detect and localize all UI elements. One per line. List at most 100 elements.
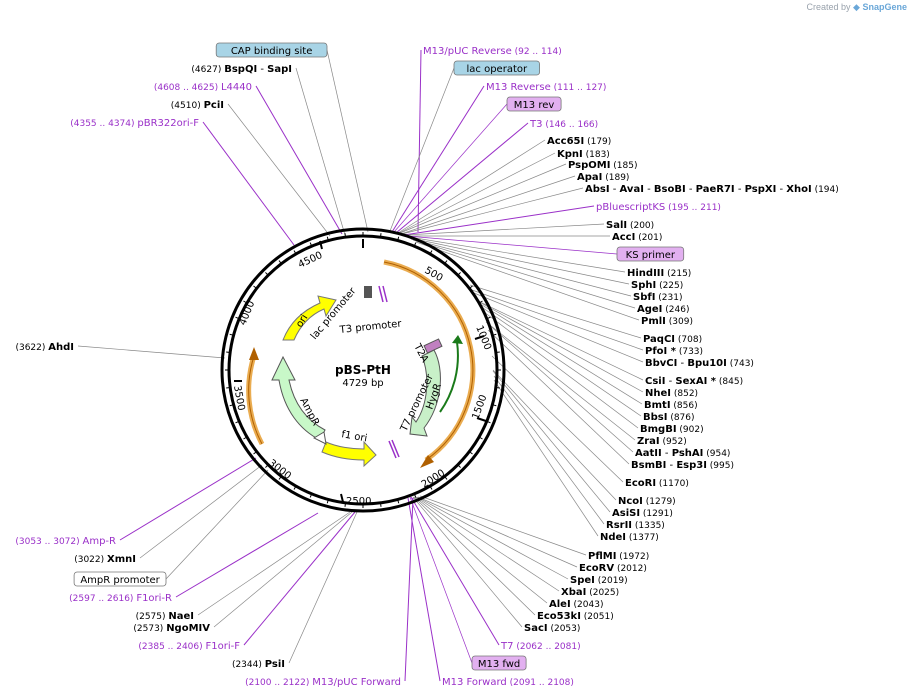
enzyme-name: Eco53kI — [537, 611, 581, 622]
label-acc65i: Acc65I (179) — [547, 136, 611, 147]
enzyme-label: BbsI (876) — [643, 412, 695, 423]
enzyme-name: ZraI — [637, 436, 660, 447]
enzyme-name: PflMI — [588, 551, 616, 562]
label-zrai: ZraI (952) — [637, 436, 687, 447]
enzyme-position: (4510) — [171, 101, 204, 111]
enzyme-label: PmlI (309) — [641, 316, 693, 327]
primer-range: (2100 .. 2122) — [245, 678, 312, 688]
enzyme-label: SphI (225) — [631, 280, 683, 291]
enzyme-position: (2051) — [581, 612, 614, 622]
enzyme-position: (1972) — [616, 552, 649, 562]
enzyme-name: AgeI — [637, 304, 662, 315]
label-ampr-promoter: AmpR promoter — [73, 571, 167, 587]
enzyme-name: NgoMIV — [166, 623, 210, 634]
label-m13-puc-reverse: M13/pUC Reverse (92 .. 114) — [423, 46, 562, 57]
enzyme-name: EcoRV — [579, 563, 614, 574]
enzyme-label: SalI (200) — [606, 220, 654, 231]
primer-label: (4608 .. 4625) L4440 — [154, 82, 252, 93]
enzyme-position: (708) — [675, 335, 702, 345]
primer-range: (4608 .. 4625) — [154, 83, 221, 93]
enzyme-position: (185) — [610, 161, 637, 171]
primer-range: (3053 .. 3072) — [15, 537, 82, 547]
enzyme-position: (856) — [671, 401, 698, 411]
label-naei: (2575) NaeI — [136, 611, 194, 622]
enzyme-position: (201) — [635, 233, 662, 243]
enzyme-name: PaqCI — [643, 334, 675, 345]
enzyme-name: AvaI — [620, 184, 644, 195]
primer-range: (2091 .. 2108) — [507, 678, 574, 688]
enzyme-label: BbvCI - Bpu10I (743) — [645, 358, 754, 369]
label-asisi: AsiSI (1291) — [612, 508, 673, 519]
primer-name: F1ori-F — [206, 641, 241, 652]
label-t7: T7 (2062 .. 2081) — [500, 641, 581, 652]
label-apai: ApaI (189) — [577, 172, 629, 183]
feature-box-text: CAP binding site — [231, 46, 313, 57]
label-lac-operator: lac operator — [453, 60, 540, 76]
label-sphi: SphI (225) — [631, 280, 683, 291]
enzyme-position: (225) — [656, 281, 683, 291]
enzyme-name: PfoI * — [645, 346, 677, 357]
t3-promoter-label: T3 promoter — [338, 318, 403, 336]
label-bmgbi: BmgBI (902) — [640, 424, 704, 435]
label-m13-puc-forward: (2100 .. 2122) M13/pUC Forward — [245, 677, 401, 688]
label-pbr322ori-f: (4355 .. 4374) pBR322ori-F — [70, 118, 199, 129]
minor-ticks — [225, 232, 501, 508]
label-bbsi: BbsI (876) — [643, 412, 695, 423]
enzyme-label: HindIII (215) — [627, 268, 691, 279]
primer-name: L4440 — [221, 82, 252, 93]
label-pmli: PmlI (309) — [641, 316, 693, 327]
enzyme-name: BsmBI — [631, 460, 666, 471]
label-m13-rev: M13 rev — [506, 96, 562, 112]
enzyme-label: Eco53kI (2051) — [537, 611, 614, 622]
enzyme-name: NdeI — [600, 532, 626, 543]
enzyme-label: NdeI (1377) — [600, 532, 659, 543]
left-labels: CAP binding site(4627) BspQI - SapI(4608… — [15, 42, 401, 688]
enzyme-label: RsrII (1335) — [606, 520, 665, 531]
enzyme-label: BmgBI (902) — [640, 424, 704, 435]
label-hindiii: HindIII (215) — [627, 268, 691, 279]
plasmid-size: 4729 bp — [342, 378, 383, 389]
label-xbai: XbaI (2025) — [561, 587, 619, 598]
enzyme-name: CsiI — [645, 376, 665, 387]
label-amp-r: (3053 .. 3072) Amp-R — [15, 536, 116, 547]
ampr-arrow — [271, 355, 326, 441]
enzyme-name: XbaI — [561, 587, 586, 598]
label-bbvci: BbvCI - Bpu10I (743) — [645, 358, 754, 369]
enzyme-position: (1170) — [656, 479, 689, 489]
enzyme-position: (189) — [602, 173, 629, 183]
enzyme-label: AatII - PshAI (954) — [635, 448, 730, 459]
enzyme-name: SpeI — [570, 575, 595, 586]
enzyme-name: PspOMI — [568, 160, 610, 171]
label-t3: T3 (146 .. 166) — [529, 119, 598, 130]
enzyme-label: XbaI (2025) — [561, 587, 619, 598]
enzyme-position: (231) — [655, 293, 682, 303]
enzyme-label: EcoRV (2012) — [579, 563, 647, 574]
feature-box-text: M13 fwd — [478, 659, 520, 670]
label-xmni: (3022) XmnI — [74, 554, 136, 565]
primer-label: (2385 .. 2406) F1ori-F — [138, 641, 240, 652]
feature-box — [506, 96, 562, 112]
label-cap-binding-site: CAP binding site — [215, 42, 328, 58]
enzyme-name: BmtI — [644, 400, 671, 411]
primer-range: (2062 .. 2081) — [513, 642, 580, 652]
enzyme-label: SacI (2053) — [524, 623, 580, 634]
label-m13-fwd: M13 fwd — [471, 655, 527, 671]
primer-range: (2597 .. 2616) — [69, 594, 136, 604]
hygr-green-arc — [439, 341, 459, 413]
enzyme-position: (179) — [584, 137, 611, 147]
feature-box — [215, 42, 328, 58]
label-nhei: NheI (852) — [645, 388, 698, 399]
feature-box-text: AmpR promoter — [80, 575, 160, 586]
enzyme-position: (1377) — [626, 533, 659, 543]
label-ecori: EcoRI (1170) — [625, 478, 689, 489]
enzyme-label: AgeI (246) — [637, 304, 689, 315]
enzyme-name: SacI — [524, 623, 548, 634]
tick-label-1500: 1500 — [470, 393, 489, 421]
enzyme-label: (2573) NgoMIV — [133, 623, 210, 634]
enzyme-position: (995) — [707, 461, 734, 471]
enzyme-name: KpnI — [557, 149, 583, 160]
label-ncoi: NcoI (1279) — [618, 496, 676, 507]
enzyme-name: AccI — [612, 232, 635, 243]
enzyme-name: BspQI — [224, 64, 257, 75]
primer-name: M13 Reverse — [486, 82, 551, 93]
